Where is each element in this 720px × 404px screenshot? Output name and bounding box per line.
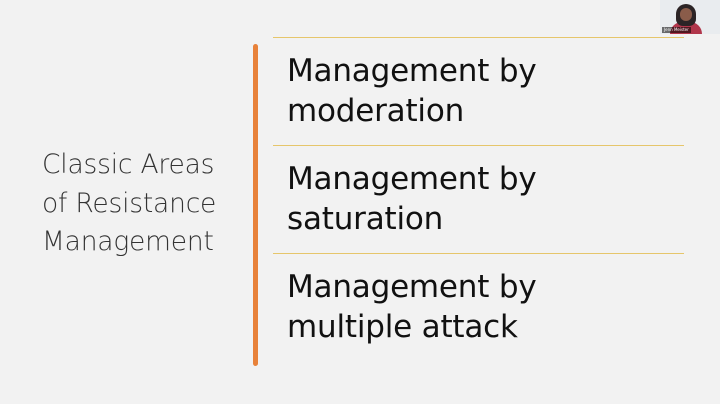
list-item: Management by saturation <box>273 146 684 253</box>
list-item: Management by moderation <box>273 38 684 145</box>
item-text-line: Management by <box>287 161 537 197</box>
item-text-line: multiple attack <box>287 309 518 345</box>
webcam-thumbnail[interactable]: Jenn Meister <box>660 0 720 34</box>
title-line-2: of Resistance <box>42 187 217 219</box>
item-text-line: saturation <box>287 201 444 237</box>
list-item: Management by multiple attack <box>273 254 684 361</box>
divider-line <box>273 145 684 146</box>
title-line-3: Management <box>42 226 214 257</box>
accent-bar <box>253 44 258 366</box>
management-list: Management by moderation Management by s… <box>273 37 684 361</box>
participant-face <box>680 8 692 21</box>
divider-line <box>273 37 684 38</box>
title-line-1: Classic Areas <box>42 149 215 180</box>
item-text-line: Management by <box>287 53 537 89</box>
slide-section-title: Classic Areas of Resistance Management <box>42 146 242 262</box>
divider-line <box>273 253 684 254</box>
item-text-line: moderation <box>287 93 465 129</box>
participant-name-tag: Jenn Meister <box>662 27 691 33</box>
item-text-line: Management by <box>287 269 537 305</box>
